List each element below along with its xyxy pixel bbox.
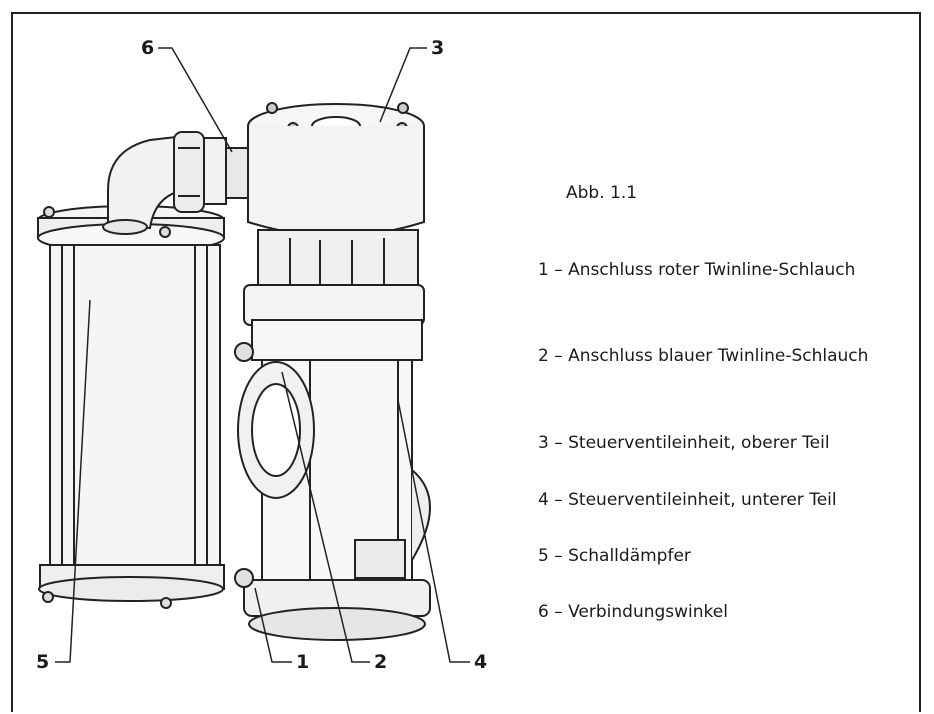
legend-item-4: 4 – Steuerventileinheit, unterer Teil (538, 490, 837, 510)
control-valve-upper (243, 102, 425, 326)
callout-4: 4 (474, 651, 488, 673)
connecting-elbow (102, 131, 249, 235)
legend-item-5: 5 – Schalldämpfer (538, 546, 691, 566)
legend-item-2: 2 – Anschluss blauer Twinline-Schlauch (538, 346, 869, 366)
silencer (37, 205, 225, 609)
legend-item-6: 6 – Verbindungswinkel (538, 602, 728, 622)
callout-2: 2 (374, 651, 388, 673)
control-valve-lower (234, 319, 431, 641)
figure-frame (11, 12, 921, 712)
legend-item-3: 3 – Steuerventileinheit, oberer Teil (538, 433, 830, 453)
legend-item-1: 1 – Anschluss roter Twinline-Schlauch (538, 260, 856, 280)
figure-caption: Abb. 1.1 (566, 183, 638, 203)
callout-3: 3 (431, 37, 445, 59)
callout-1: 1 (296, 651, 310, 673)
callout-6: 6 (141, 37, 155, 59)
leader-lines (55, 47, 470, 663)
callout-5: 5 (36, 651, 50, 673)
